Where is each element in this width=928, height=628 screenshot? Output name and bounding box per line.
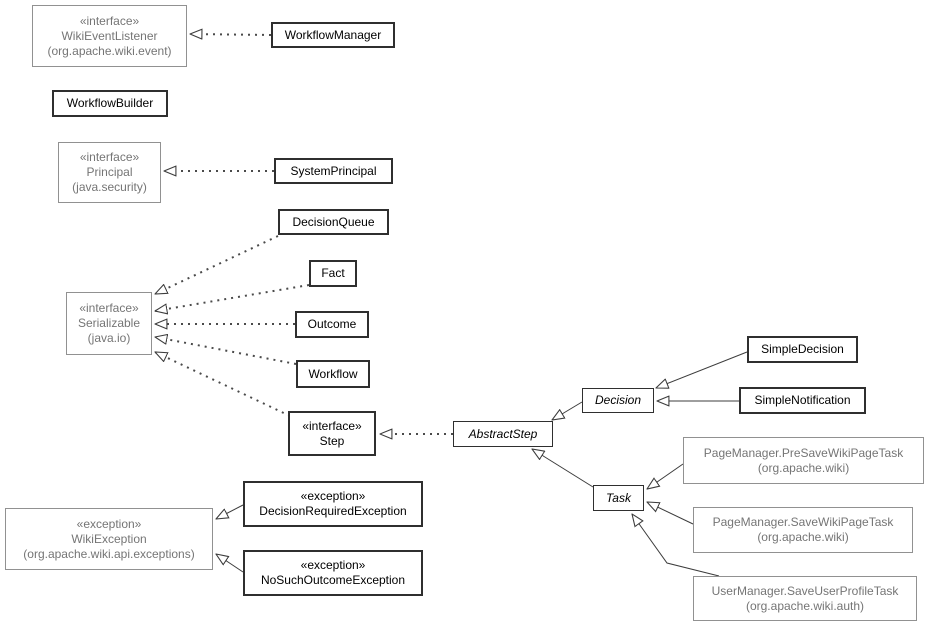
- class-name-label: Fact: [321, 266, 345, 280]
- class-name-label: UserManager.SaveUserProfileTask: [711, 583, 899, 598]
- edge-simpledecision-decision: [656, 351, 748, 388]
- edge-presavetask-task: [647, 463, 684, 489]
- class-box-save-wiki-page-task[interactable]: PageManager.SaveWikiPageTask (org.apache…: [693, 507, 913, 553]
- class-box-save-user-profile-task[interactable]: UserManager.SaveUserProfileTask (org.apa…: [693, 576, 917, 621]
- class-name-label: Step: [319, 433, 345, 448]
- class-box-pre-save-wiki-page-task[interactable]: PageManager.PreSaveWikiPageTask (org.apa…: [683, 437, 924, 484]
- class-box-serializable[interactable]: «interface» Serializable (java.io): [66, 292, 152, 355]
- class-box-system-principal[interactable]: SystemPrincipal: [274, 158, 393, 184]
- class-box-simple-notification[interactable]: SimpleNotification: [739, 387, 866, 414]
- stereotype-label: «exception»: [300, 489, 366, 503]
- class-box-simple-decision[interactable]: SimpleDecision: [747, 336, 858, 363]
- class-name-label: SimpleNotification: [754, 393, 851, 407]
- edge-task-abstractstep: [532, 449, 594, 488]
- class-box-outcome[interactable]: Outcome: [295, 311, 369, 338]
- edge-decision-abstractstep: [552, 401, 583, 420]
- class-name-label: WorkflowBuilder: [66, 96, 154, 110]
- class-name-label: Workflow: [308, 366, 358, 381]
- edge-decisionqueue-serializable: [155, 235, 279, 295]
- edge-nosuchoutcome-wikiexception: [216, 554, 244, 573]
- class-box-wiki-exception[interactable]: «exception» WikiException (org.apache.wi…: [5, 508, 213, 570]
- class-box-workflow[interactable]: Workflow: [296, 360, 370, 388]
- class-box-abstract-step[interactable]: AbstractStep: [453, 421, 553, 447]
- class-name-label: WikiEventListener: [61, 28, 158, 43]
- package-label: (org.apache.wiki): [757, 530, 849, 544]
- stereotype-label: «interface»: [79, 13, 140, 28]
- class-name-label: AbstractStep: [468, 426, 538, 441]
- class-name-label: WikiException: [71, 531, 147, 546]
- class-box-task[interactable]: Task: [593, 485, 644, 511]
- class-box-decision-queue[interactable]: DecisionQueue: [278, 209, 389, 235]
- class-name-label: Outcome: [307, 317, 357, 331]
- class-name-label: Principal: [86, 165, 133, 179]
- package-label: (org.apache.wiki.auth): [745, 598, 865, 613]
- class-name-label: Serializable: [77, 316, 141, 330]
- edge-savetask-task: [647, 502, 694, 525]
- package-label: (java.io): [87, 331, 131, 345]
- class-box-decision-required-exception[interactable]: «exception» DecisionRequiredException: [243, 481, 423, 527]
- edge-workflow-serializable: [155, 337, 297, 365]
- package-label: (org.apache.wiki.api.exceptions): [23, 546, 195, 561]
- class-name-label: DecisionRequiredException: [259, 504, 407, 518]
- class-box-fact[interactable]: Fact: [309, 260, 357, 287]
- stereotype-label: «interface»: [79, 301, 139, 315]
- class-box-wiki-event-listener[interactable]: «interface» WikiEventListener (org.apach…: [32, 5, 187, 67]
- class-name-label: Task: [606, 490, 631, 505]
- class-box-no-such-outcome-exception[interactable]: «exception» NoSuchOutcomeException: [243, 550, 423, 596]
- package-label: (java.security): [72, 180, 147, 194]
- stereotype-label: «exception»: [76, 516, 142, 531]
- class-name-label: Decision: [594, 393, 642, 407]
- stereotype-label: «exception»: [300, 558, 366, 572]
- class-name-label: SystemPrincipal: [290, 163, 377, 178]
- class-box-step[interactable]: «interface» Step: [288, 411, 376, 456]
- package-label: (org.apache.wiki.event): [47, 43, 172, 58]
- class-box-workflow-manager[interactable]: WorkflowManager: [271, 22, 395, 48]
- package-label: (org.apache.wiki): [757, 460, 850, 475]
- class-name-label: NoSuchOutcomeException: [260, 573, 406, 587]
- edge-saveuserprofiletask-task: [632, 514, 720, 577]
- edge-fact-serializable: [155, 284, 310, 311]
- stereotype-label: «interface»: [79, 150, 140, 164]
- class-name-label: SimpleDecision: [761, 342, 844, 356]
- class-name-label: PageManager.PreSaveWikiPageTask: [703, 445, 904, 460]
- class-name-label: PageManager.SaveWikiPageTask: [712, 515, 894, 529]
- stereotype-label: «interface»: [302, 418, 362, 433]
- class-name-label: DecisionQueue: [292, 214, 375, 229]
- class-box-workflow-builder[interactable]: WorkflowBuilder: [52, 90, 168, 117]
- edge-decisionrequired-wikiexception: [216, 504, 244, 519]
- edge-step-serializable: [155, 351, 291, 417]
- class-box-decision[interactable]: Decision: [582, 388, 654, 413]
- class-name-label: WorkflowManager: [284, 27, 382, 42]
- edge-workflowmanager-wikieventlistener: [190, 34, 272, 35]
- class-box-principal[interactable]: «interface» Principal (java.security): [58, 142, 161, 203]
